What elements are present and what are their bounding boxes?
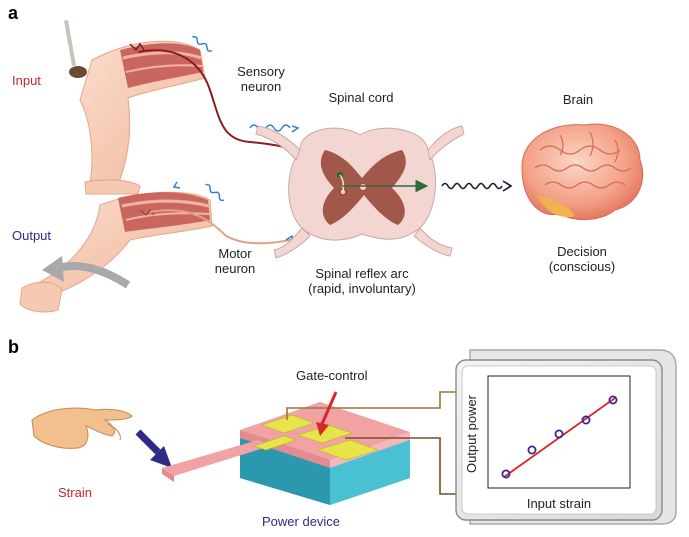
brain-label: Brain [562,92,594,107]
panel-letter-b: b [8,337,19,357]
gate-control-label: Gate-control [296,368,368,383]
plot-marker [527,445,537,455]
brain-illustration [521,123,644,220]
decision-label-line2: (conscious) [548,259,616,274]
plot-series [501,395,618,479]
motor-neuron-label: Motor neuron [200,246,270,276]
input-label: Input [12,73,41,88]
output-motion-arrow [56,262,131,289]
upper-leg-illustration [64,20,206,195]
spinal-cord-cross-section [255,125,465,259]
gate-control-arrow [320,391,338,425]
plot-marker [554,429,564,439]
reflex-arc-label: Spinal reflex arc (rapid, involuntary) [292,266,432,296]
plot-area [487,375,631,489]
ascending-signal-squiggle [441,182,503,190]
decision-label: Decision (conscious) [532,244,632,274]
plot-marker [501,469,511,479]
spinal-cord-label: Spinal cord [328,90,394,105]
output-label: Output [12,228,52,243]
strain-label: Strain [58,485,92,500]
plot-marker [608,395,618,405]
lower-leg-illustration [19,191,213,313]
motor-neuron-label-line2: neuron [214,261,256,276]
strain-arrow [135,429,161,455]
power-device-label: Power device [262,514,341,529]
power-device-illustration [162,402,410,505]
sensory-neuron-label-line1: Sensory [237,64,285,79]
wire-bottom [345,437,460,495]
plot-x-axis-label: Input strain [526,496,592,511]
sensory-neuron-label: Sensory neuron [226,64,296,94]
plot-y-axis-label: Output power [464,394,479,474]
motor-signal-squiggle [205,183,225,202]
decision-label-line1: Decision [557,244,607,259]
sensory-signal-squiggle [192,35,213,52]
wire-top [286,391,460,420]
plot-marker [581,415,591,425]
hand-illustration [31,407,133,449]
motor-neuron-label-line1: Motor [218,246,252,261]
sensory-neuron-label-line2: neuron [240,79,282,94]
reflex-arc-label-line2: (rapid, involuntary) [308,281,416,296]
reflex-arc-label-line1: Spinal reflex arc [315,266,409,281]
panel-letter-a: a [8,3,19,23]
